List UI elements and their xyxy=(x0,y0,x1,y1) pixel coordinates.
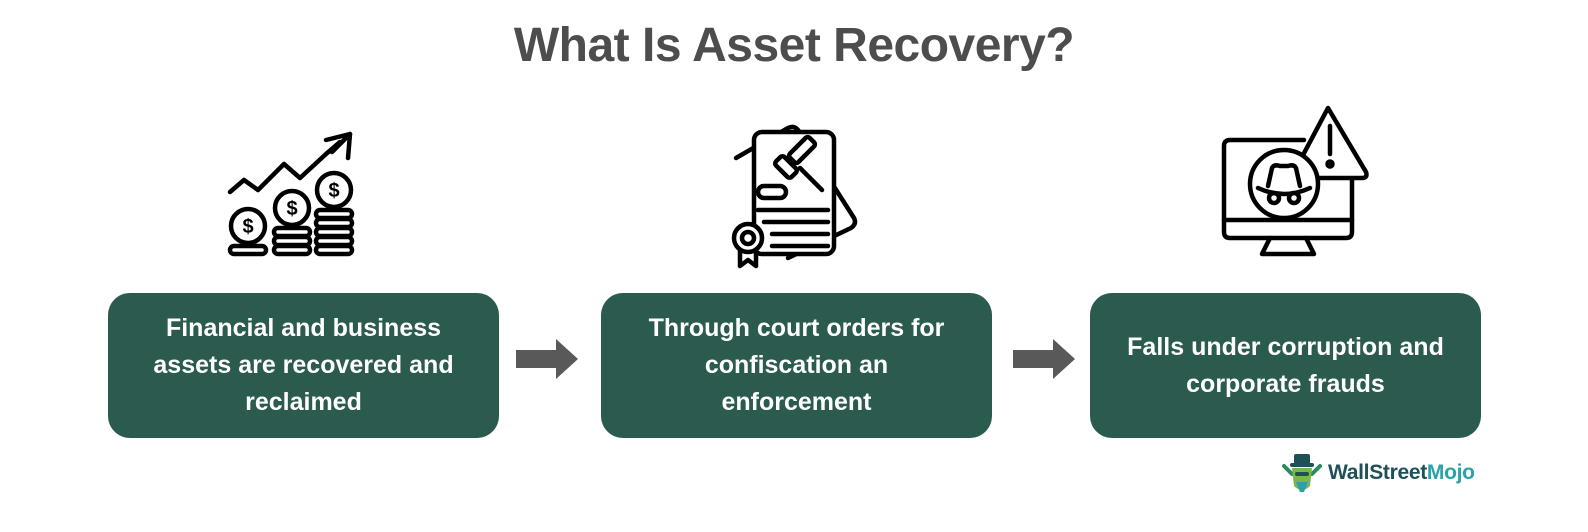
svg-text:$: $ xyxy=(328,180,339,202)
computer-fraud-warning-icon xyxy=(1221,105,1369,257)
step-text-1: Financial and business assets are recove… xyxy=(153,314,454,416)
step-box-3: Falls under corruption and corporate fra… xyxy=(1090,293,1481,438)
step-text-3: Falls under corruption and corporate fra… xyxy=(1127,332,1444,398)
step-box-2: Through court orders for confiscation an… xyxy=(601,293,992,438)
svg-text:$: $ xyxy=(242,216,253,238)
step-text-2: Through court orders for confiscation an… xyxy=(648,314,945,416)
page-title: What Is Asset Recovery? xyxy=(513,19,1075,72)
step-box-1: Financial and business assets are recove… xyxy=(108,293,499,438)
arrow-right-icon xyxy=(516,339,578,379)
money-growth-icon: $ $ $ xyxy=(227,131,355,257)
logo-text-part2: Mojo xyxy=(1426,461,1475,484)
wallstreetmojo-logo: WallStreetMojo xyxy=(1282,452,1475,494)
logo-text-part1: WallStreet xyxy=(1328,461,1427,484)
court-document-icon xyxy=(731,124,858,269)
mascot-logo-icon xyxy=(1282,454,1322,492)
svg-text:$: $ xyxy=(286,198,297,220)
arrow-right-icon xyxy=(1013,339,1075,379)
